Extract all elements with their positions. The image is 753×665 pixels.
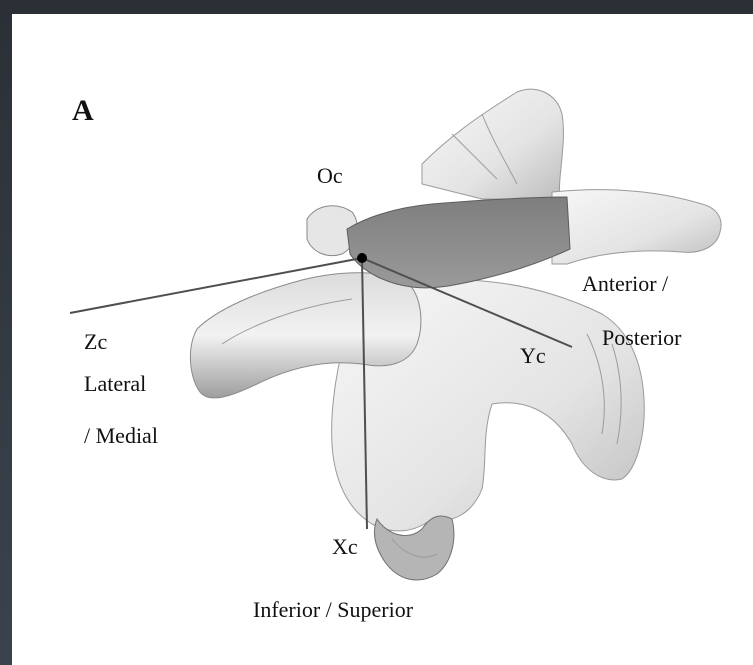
figure-panel: A Oc Zc Lateral / Medial Anterior / Post… bbox=[12, 14, 753, 665]
lateral-label: Lateral bbox=[84, 373, 146, 395]
scapula-spine bbox=[422, 89, 563, 199]
window-frame-top bbox=[0, 0, 753, 14]
cartilage-region bbox=[347, 197, 570, 288]
xc-label: Xc bbox=[332, 536, 358, 558]
origin-point bbox=[357, 253, 367, 263]
clavicle-bone bbox=[552, 190, 721, 264]
zc-label: Zc bbox=[84, 331, 107, 353]
medial-label: / Medial bbox=[84, 425, 158, 447]
panel-label: A bbox=[72, 96, 94, 126]
inferior-superior-label: Inferior / Superior bbox=[253, 599, 413, 621]
anterior-label: Anterior / bbox=[582, 273, 668, 295]
window-frame-left bbox=[0, 0, 12, 665]
oc-label: Oc bbox=[317, 165, 343, 187]
yc-label: Yc bbox=[520, 345, 546, 367]
posterior-label: Posterior bbox=[602, 327, 681, 349]
